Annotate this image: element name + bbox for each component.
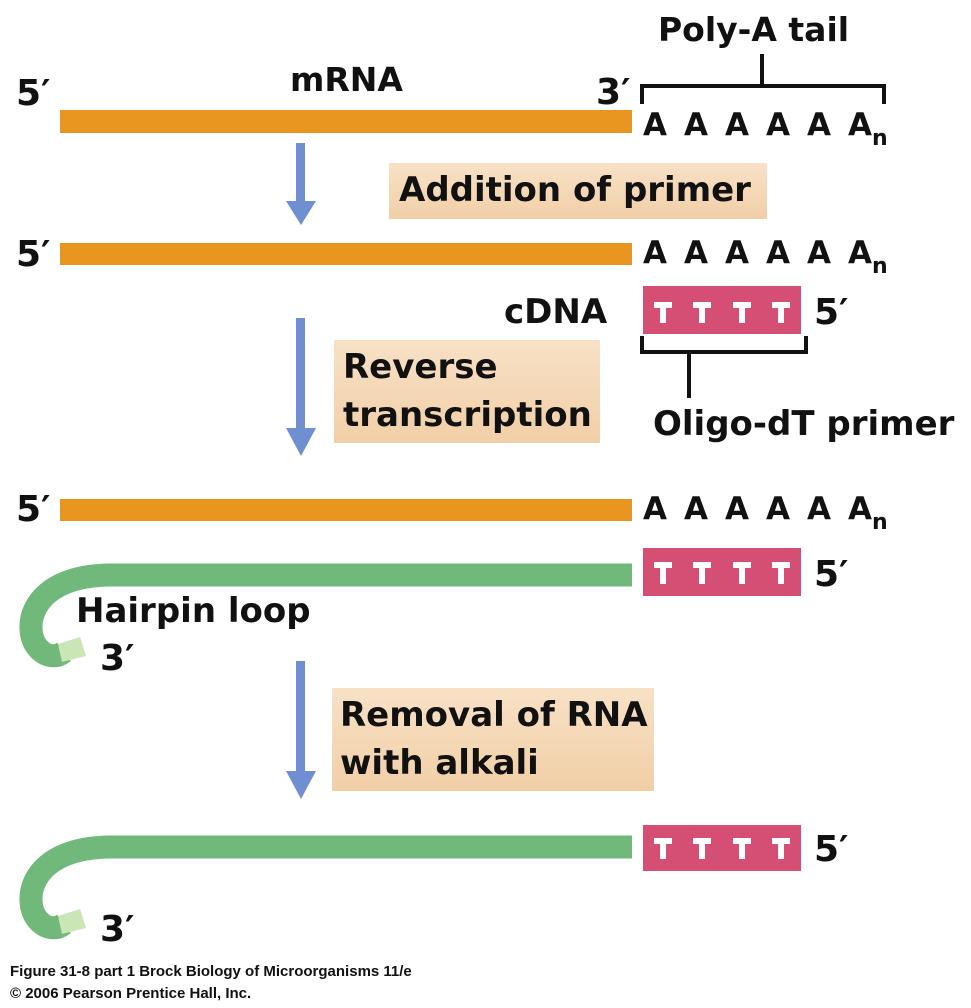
poly-a-tail-label: Poly-A tail — [658, 10, 850, 49]
step-box-removal-of-rna — [332, 688, 654, 791]
five-prime-label-primer-3: 5′ — [814, 829, 849, 870]
cdna-label: cDNA — [504, 292, 608, 332]
three-prime-label-cdna-1: 3′ — [100, 638, 135, 679]
poly-a-base: A — [807, 235, 831, 271]
step-label-removal-of-rna-line-1: Removal of RNA — [340, 695, 648, 735]
five-prime-label-primer-2: 5′ — [814, 554, 849, 595]
oligo-dt-primer-block-3 — [643, 825, 801, 871]
poly-a-base: A — [766, 491, 790, 527]
oligo-dt-primer-block-1 — [643, 286, 801, 334]
step-label-addition-of-primer: Addition of primer — [399, 170, 751, 210]
poly-a-base: A — [807, 107, 831, 143]
poly-a-base: A — [725, 107, 749, 143]
down-arrow-icon — [286, 143, 316, 225]
poly-a-sequence-2: A A A A A An — [643, 238, 888, 278]
figure-caption-line-2: © 2006 Pearson Prentice Hall, Inc. — [10, 985, 252, 1002]
three-prime-label-cdna-2: 3′ — [100, 909, 135, 950]
poly-a-base-n: An — [848, 491, 888, 535]
poly-a-sequence-3: A A A A A An — [643, 494, 888, 534]
poly-a-base: A — [684, 491, 708, 527]
five-prime-label-mrna-3: 5′ — [16, 489, 51, 530]
poly-a-base: A — [684, 235, 708, 271]
poly-a-base: A — [684, 107, 708, 143]
poly-a-base: A — [643, 491, 667, 527]
five-prime-label-mrna-2: 5′ — [16, 234, 51, 275]
step-label-reverse-transcription-line-2: transcription — [343, 395, 592, 435]
poly-a-base: A — [643, 235, 667, 271]
mrna-strand-2 — [60, 243, 632, 265]
three-prime-label-mrna-1: 3′ — [596, 72, 631, 113]
step-box-addition-of-primer — [389, 163, 767, 219]
poly-a-base: A — [725, 491, 749, 527]
five-prime-label-primer-1: 5′ — [814, 292, 849, 333]
step-label-reverse-transcription-line-1: Reverse — [343, 347, 498, 387]
poly-a-base-n: An — [848, 235, 888, 279]
poly-a-base: A — [766, 235, 790, 271]
step-label-removal-of-rna-line-2: with alkali — [340, 743, 539, 783]
down-arrow-icon — [286, 318, 316, 456]
mrna-label: mRNA — [290, 60, 403, 99]
five-prime-label-mrna-1: 5′ — [16, 73, 51, 114]
mrna-strand-1 — [60, 110, 632, 133]
poly-a-base: A — [766, 107, 790, 143]
step-box-reverse-transcription — [334, 340, 600, 443]
poly-a-base: A — [725, 235, 749, 271]
poly-a-sequence-1: A A A A A An — [643, 110, 888, 150]
mrna-strand-3 — [60, 499, 632, 521]
poly-a-base-n: An — [848, 107, 888, 151]
poly-a-base: A — [807, 491, 831, 527]
hairpin-loop-label: Hairpin loop — [76, 591, 311, 631]
figure-caption-line-1: Figure 31-8 part 1 Brock Biology of Micr… — [10, 963, 412, 980]
down-arrow-icon — [286, 661, 316, 799]
oligo-dt-primer-label: Oligo-dT primer — [653, 404, 955, 444]
poly-a-base: A — [643, 107, 667, 143]
oligo-dt-primer-block-2 — [643, 548, 801, 596]
